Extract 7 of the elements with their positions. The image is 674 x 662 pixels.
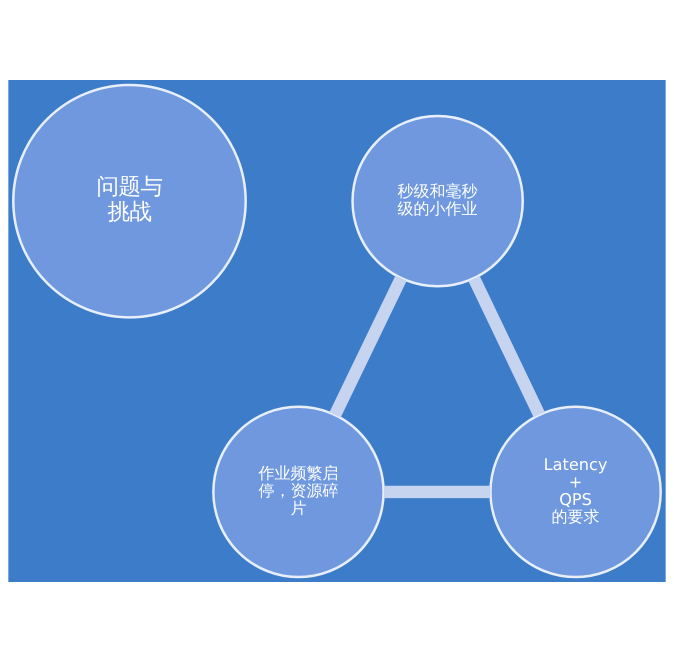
node-circle: 问题与挑战: [12, 84, 247, 319]
node-circle: 作业频繁启停，资源碎片: [212, 406, 385, 578]
connector: [329, 275, 407, 418]
connector: [384, 486, 490, 498]
node-circle: 秒级和毫秒级的小作业: [351, 114, 524, 288]
node-circle: Latency + QPS 的要求: [489, 406, 662, 578]
connector: [468, 276, 545, 418]
